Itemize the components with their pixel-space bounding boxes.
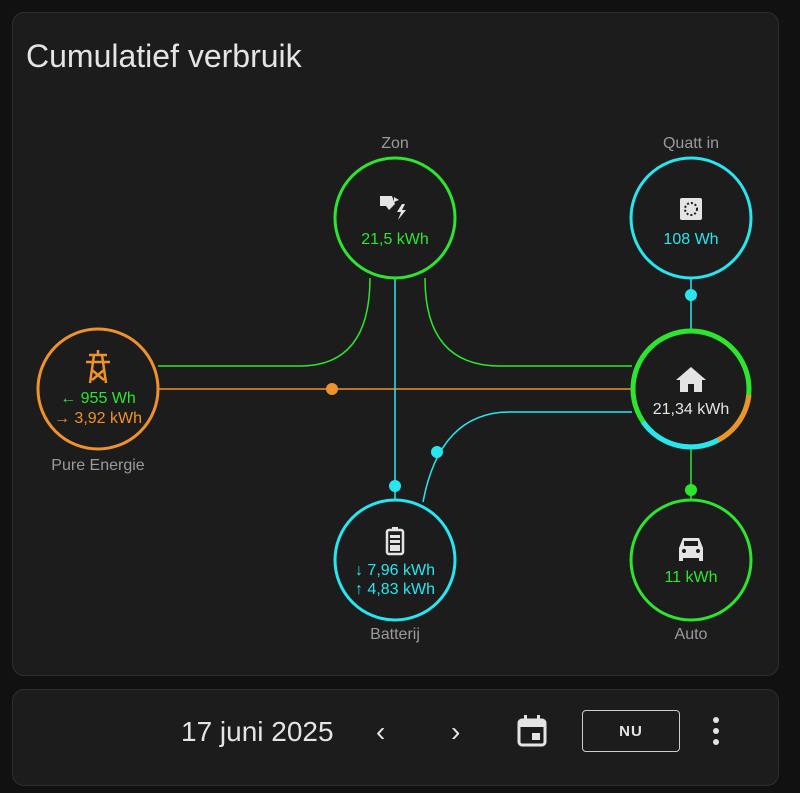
battery-icon (385, 527, 405, 556)
quatt-label: Quatt in (662, 135, 720, 152)
grid-consumption-value[interactable]: → 3,92 kWh (53, 410, 143, 427)
flow-solar-home (424, 277, 632, 367)
flow-battery-home (422, 411, 632, 503)
car-icon (679, 538, 703, 561)
today-button[interactable]: NU (582, 710, 680, 752)
flow-grid-solar (158, 277, 371, 367)
grid-return-value[interactable]: ← 955 Wh (60, 390, 136, 407)
solar-label: Zon (381, 135, 409, 152)
calendar-icon[interactable] (516, 714, 548, 748)
transmission-tower-icon (86, 350, 110, 384)
grid-node (36, 327, 160, 451)
flow-dot (685, 289, 697, 301)
date-selection-bar: 17 juni 2025 ‹ › NU (12, 689, 779, 786)
date-label: 17 juni 2025 (181, 716, 334, 747)
battery-label: Batterij (370, 626, 420, 643)
home-ring-battery (640, 420, 720, 450)
battery-out-value[interactable]: ↑ 4,83 kWh (354, 581, 436, 598)
car-label: Auto (674, 626, 708, 643)
flow-dot (685, 484, 697, 496)
more-options-icon[interactable] (710, 716, 722, 746)
grid-label: Pure Energie (51, 457, 145, 474)
previous-day-button[interactable]: ‹ (376, 716, 386, 747)
flow-diagram (36, 156, 753, 622)
solar-panel-icon (380, 196, 406, 220)
battery-in-value[interactable]: ↓ 7,96 kWh (354, 562, 436, 579)
home-value[interactable]: 21,34 kWh (652, 401, 730, 418)
car-node (629, 498, 753, 622)
home-ring-grid (716, 394, 752, 443)
quatt-value[interactable]: 108 Wh (663, 231, 719, 248)
battery-node (333, 498, 457, 622)
solar-value[interactable]: 21,5 kWh (361, 231, 429, 248)
home-icon (676, 367, 706, 392)
flow-dot (389, 480, 401, 492)
flow-dot (326, 383, 338, 395)
next-day-button[interactable]: › (451, 716, 461, 747)
card-title: Cumulatief verbruik (26, 38, 302, 74)
heat-pump-icon (680, 198, 702, 220)
solar-node (333, 156, 457, 280)
flow-dot (431, 446, 443, 458)
car-value[interactable]: 11 kWh (664, 569, 718, 586)
